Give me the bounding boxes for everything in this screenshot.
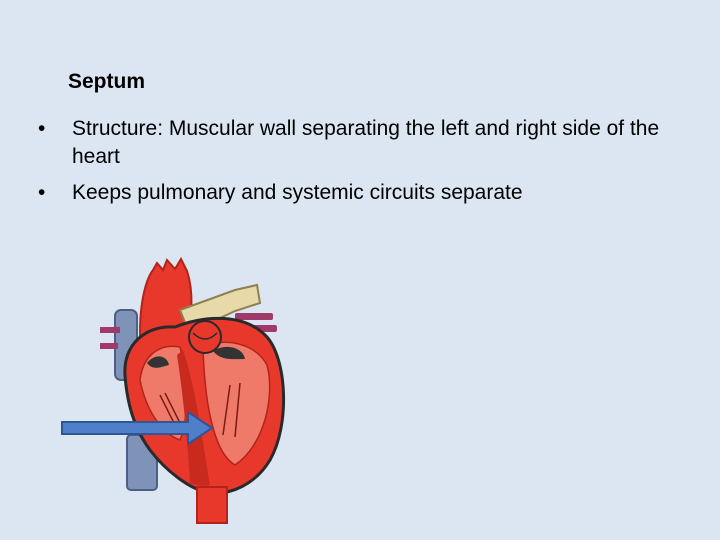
bullet-item: • Structure: Muscular wall separating th…	[38, 115, 668, 171]
bullet-text: Keeps pulmonary and systemic circuits se…	[72, 181, 523, 204]
slide-title: Septum	[68, 70, 146, 93]
descending-aorta-icon	[196, 486, 228, 524]
arrow-right-icon	[61, 410, 214, 446]
bullet-text: Structure: Muscular wall separating the …	[72, 117, 660, 168]
bullet-item: • Keeps pulmonary and systemic circuits …	[38, 179, 668, 207]
bullet-dot: •	[38, 117, 46, 140]
heart-body-icon	[123, 316, 285, 495]
bullet-dot: •	[38, 181, 46, 204]
heart-illustration	[100, 256, 285, 524]
bullet-list: • Structure: Muscular wall separating th…	[38, 115, 668, 215]
